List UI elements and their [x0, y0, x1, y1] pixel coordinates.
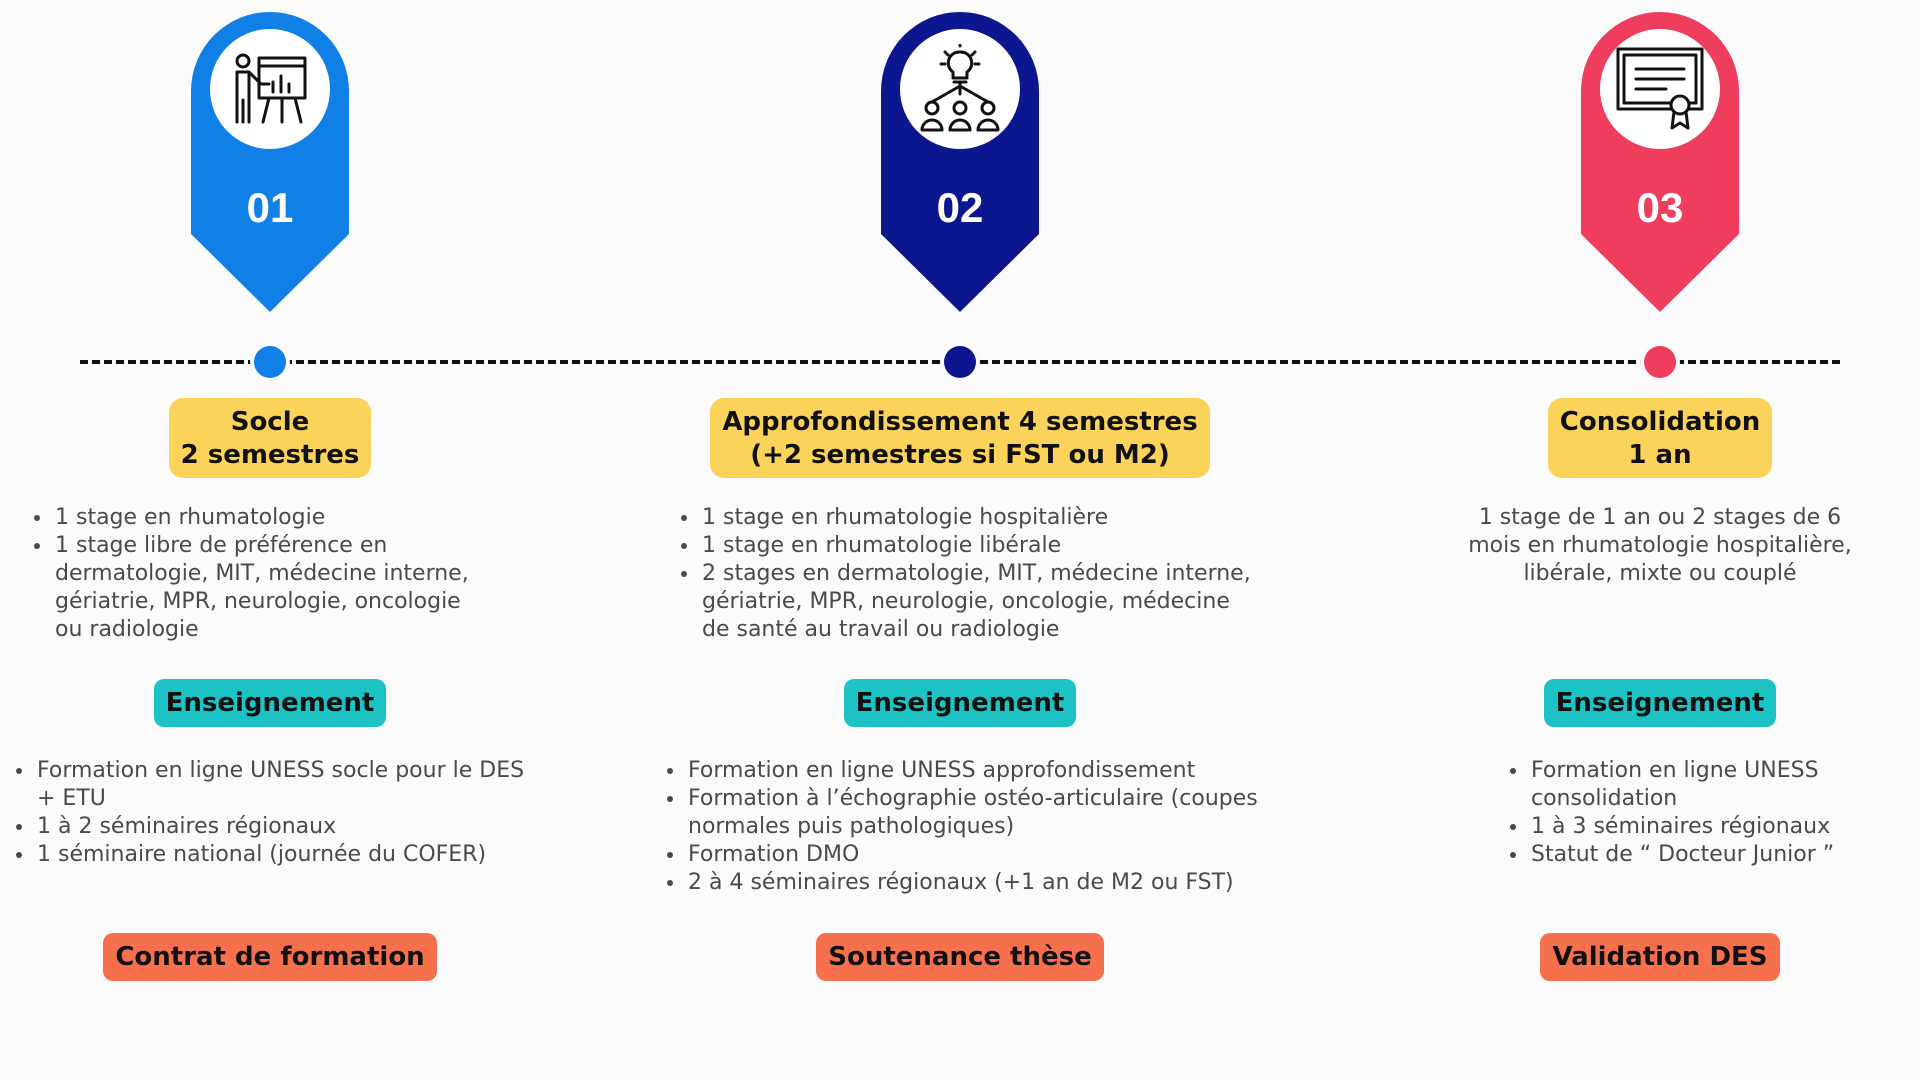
phase-title-line1: Approfondissement 4 semestres — [722, 407, 1198, 437]
timeline-dot-1 — [254, 346, 286, 378]
stages-list: 1 stage en rhumatologie hospitalière 1 s… — [676, 504, 1260, 644]
phase-title-line1: Consolidation — [1559, 407, 1761, 437]
stages-list: 1 stage en rhumatologie 1 stage libre de… — [29, 504, 493, 644]
list-item: 1 séminaire national (journée du COFER) — [35, 841, 525, 869]
list-item: 1 à 2 séminaires régionaux — [35, 813, 525, 841]
phase-title-3: Consolidation 1 an — [1350, 398, 1920, 478]
phase-title-line2: 1 an — [1628, 440, 1692, 470]
stage-description: 1 stage de 1 an ou 2 stages de 6 mois en… — [1468, 505, 1852, 586]
presentation-board-icon — [210, 29, 330, 149]
phase-title-line2: (+2 semestres si FST ou M2) — [750, 440, 1170, 470]
phase-title-line2: 2 semestres — [180, 440, 360, 470]
outcome-badge-wrap: Validation DES — [1350, 933, 1920, 981]
outcome-badge: Validation DES — [1540, 933, 1780, 981]
list-item: Formation à l’échographie ostéo-articula… — [686, 785, 1276, 841]
enseignement-badge-wrap: Enseignement — [1350, 679, 1920, 727]
phase-number: 02 — [936, 184, 984, 231]
phase-column-2: 02 Approfondissement 4 semestres (+2 sem… — [650, 0, 1270, 1080]
enseignement-badge: Enseignement — [1543, 679, 1777, 727]
list-item: Formation DMO — [686, 841, 1276, 869]
phase-marker-2: 02 — [881, 12, 1039, 312]
outcome-badge-wrap: Soutenance thèse — [650, 933, 1270, 981]
phase-marker-3: 03 — [1581, 12, 1739, 312]
outcome-badge-wrap: Contrat de formation — [0, 933, 580, 981]
certificate-icon — [1600, 29, 1720, 149]
outcome-badge: Contrat de formation — [103, 933, 437, 981]
phase-title-line1: Socle — [230, 407, 310, 437]
list-item: Formation en ligne UNESS socle pour le D… — [35, 757, 525, 813]
list-item: 1 stage en rhumatologie libérale — [700, 532, 1260, 560]
list-item: Formation en ligne UNESS consolidation — [1529, 757, 1889, 813]
phase-marker-1: 01 — [191, 12, 349, 312]
list-item: Formation en ligne UNESS approfondisseme… — [686, 757, 1276, 785]
enseignement-badge: Enseignement — [843, 679, 1077, 727]
enseignement-badge-wrap: Enseignement — [0, 679, 580, 727]
list-item: 1 à 3 séminaires régionaux — [1529, 813, 1889, 841]
timeline-dot-2 — [944, 346, 976, 378]
phase-number: 03 — [1636, 184, 1684, 231]
timeline-dot-3 — [1644, 346, 1676, 378]
list-item: 2 à 4 séminaires régionaux (+1 an de M2 … — [686, 869, 1276, 897]
list-item: 2 stages en dermatologie, MIT, médecine … — [700, 560, 1260, 644]
phase-title-1: Socle 2 semestres — [0, 398, 580, 478]
phase-column-3: 03 Consolidation 1 an 1 stage de 1 an ou… — [1350, 0, 1920, 1080]
list-item: 1 stage en rhumatologie hospitalière — [700, 504, 1260, 532]
lightbulb-team-icon — [900, 29, 1020, 149]
enseignement-badge: Enseignement — [153, 679, 387, 727]
phase-column-1: 01 Socle 2 semestres 1 stage en rhumatol… — [0, 0, 580, 1080]
enseignement-list: Formation en ligne UNESS consolidation 1… — [1505, 757, 1889, 869]
phase-number: 01 — [246, 184, 294, 231]
phase-title-2: Approfondissement 4 semestres (+2 semest… — [650, 398, 1270, 478]
list-item: 1 stage libre de préférence en dermatolo… — [53, 532, 493, 644]
list-item: Statut de “ Docteur Junior ” — [1529, 841, 1889, 869]
enseignement-list: Formation en ligne UNESS approfondisseme… — [662, 757, 1276, 897]
enseignement-list: Formation en ligne UNESS socle pour le D… — [11, 757, 525, 869]
outcome-badge: Soutenance thèse — [816, 933, 1104, 981]
list-item: 1 stage en rhumatologie — [53, 504, 493, 532]
enseignement-badge-wrap: Enseignement — [650, 679, 1270, 727]
